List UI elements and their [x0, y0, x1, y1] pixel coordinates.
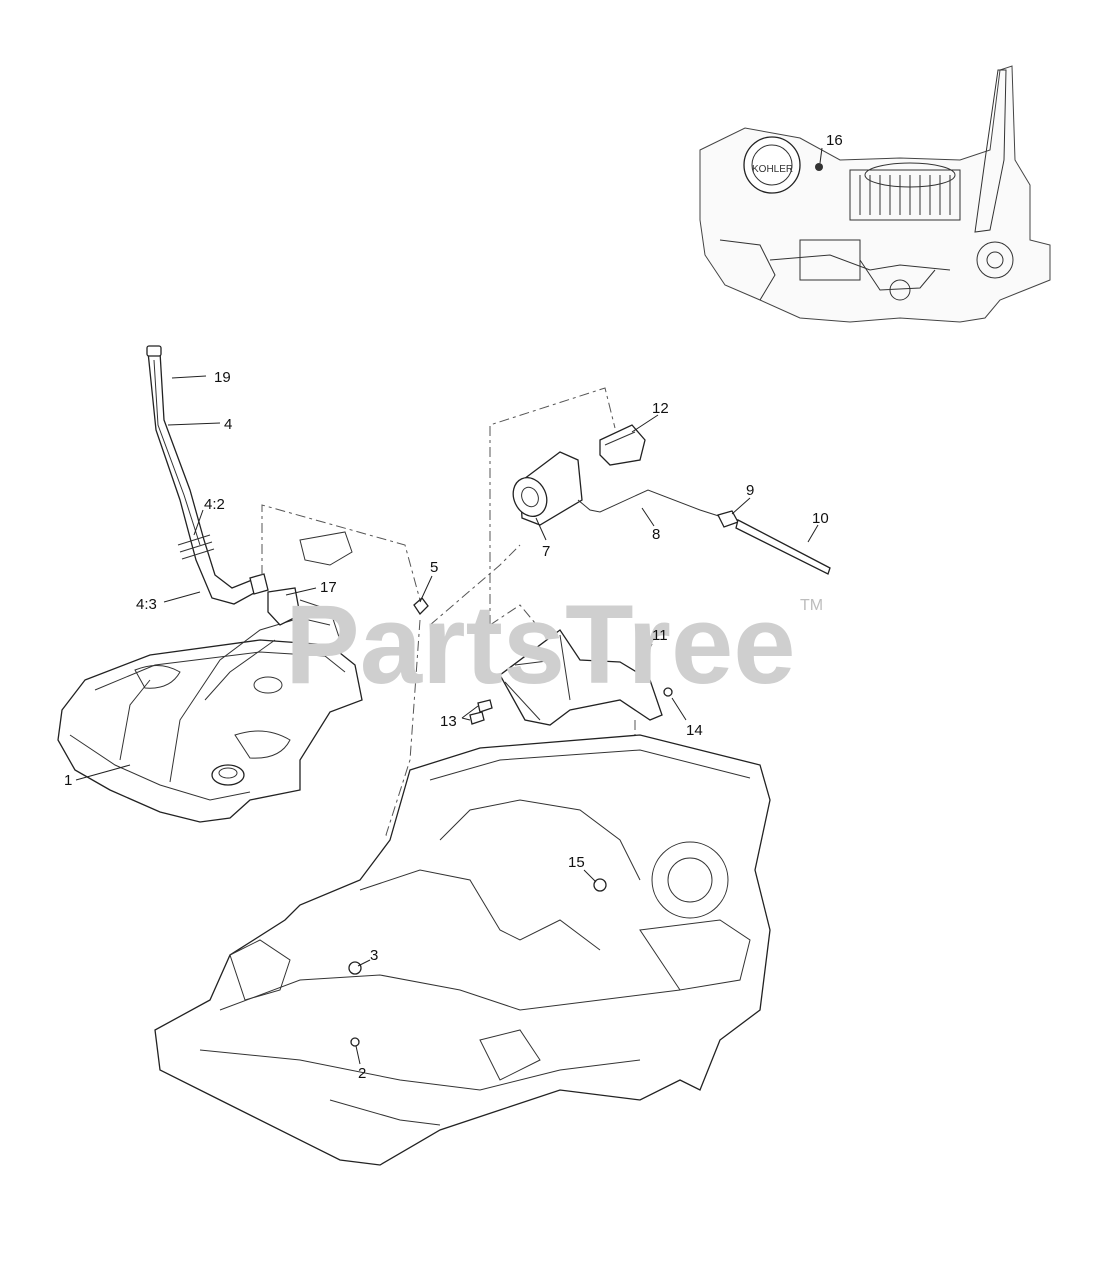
callout-3: 3 [370, 947, 378, 964]
part-16-dot [815, 163, 823, 171]
engine-brand-text: KOHLER [752, 164, 793, 175]
callout-10: 10 [812, 510, 829, 527]
watermark-text: PartsTree [285, 582, 796, 707]
clip-part-5 [413, 597, 429, 616]
mower-frame [154, 734, 771, 1166]
callout-4-3: 4:3 [136, 596, 157, 613]
watermark-trademark: TM [800, 597, 823, 614]
dash-line-canister-strap [489, 387, 616, 625]
engine-inset: KOHLER [699, 65, 1051, 323]
callout-17: 17 [320, 579, 337, 596]
callout-4: 4 [224, 416, 232, 433]
callout-16: 16 [826, 132, 843, 149]
callout-labels: 16 19 4 4:2 4:3 17 5 1 12 7 8 9 10 11 13… [64, 132, 843, 1082]
callout-9: 9 [746, 482, 754, 499]
callout-4-2: 4:2 [204, 496, 225, 513]
callout-19: 19 [214, 369, 231, 386]
callout-5: 5 [430, 559, 438, 576]
fuel-tank [57, 531, 363, 823]
callout-15: 15 [568, 854, 585, 871]
callout-2: 2 [358, 1065, 366, 1082]
dash-line-tank [261, 504, 421, 601]
canister-bracket [469, 629, 673, 726]
charcoal-canister [512, 424, 726, 526]
leader-lines [75, 147, 823, 1065]
dash-line-canister [429, 544, 521, 626]
callout-7: 7 [542, 543, 550, 560]
callout-12: 12 [652, 400, 669, 417]
filler-neck-assembly [146, 345, 269, 605]
callout-11: 11 [652, 627, 668, 644]
callout-14: 14 [686, 722, 703, 739]
callout-1: 1 [64, 772, 72, 789]
callout-8: 8 [652, 526, 660, 543]
callout-13: 13 [440, 713, 457, 730]
vent-tube [717, 510, 831, 575]
dash-line-bracket [489, 604, 546, 636]
